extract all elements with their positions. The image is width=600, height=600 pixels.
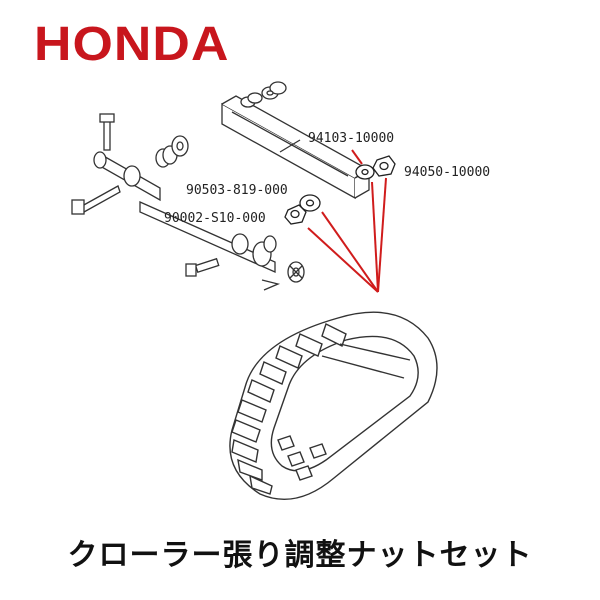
crawler-track [229,311,438,500]
part-number-washer: 90503-819-000 [186,183,288,198]
callout-lines [307,149,387,293]
part-number-bolt: 90002-S10-000 [164,211,266,226]
product-title: クローラー張り調整ナットセット [67,538,533,573]
part-number-nut: 94050-10000 [404,165,490,180]
tensioner-bracket-assembly [71,81,371,291]
part-number-collar: 94103-10000 [308,131,394,146]
parts-diagram: 94103-10000 94050-10000 90503-819-000 90… [71,81,490,500]
honda-logo: HONDA [34,18,230,71]
nut-set-parts [284,155,396,225]
